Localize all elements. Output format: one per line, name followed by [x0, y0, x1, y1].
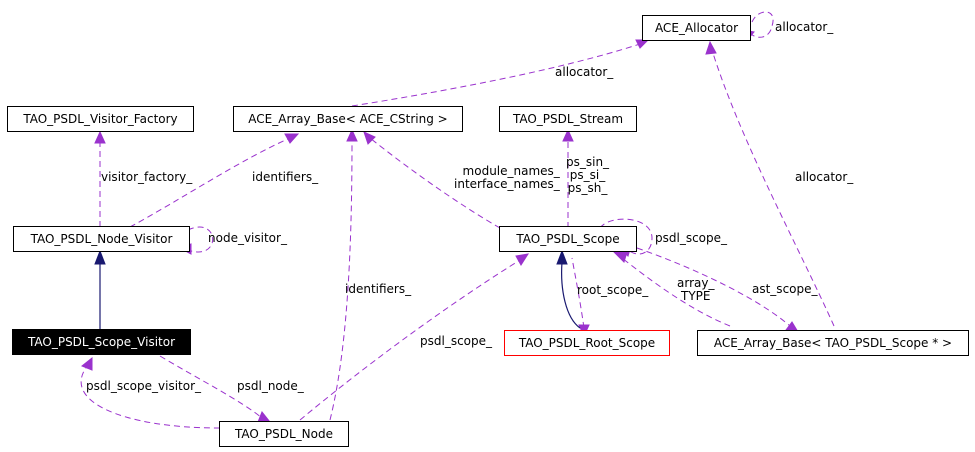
node-tao-psdl-node-visitor[interactable]: TAO_PSDL_Node_Visitor [13, 226, 190, 252]
edge-identifiers-visitor [129, 137, 291, 228]
arrowhead-visitor-factory [94, 130, 106, 144]
arrowhead-inherit-psdl-scope [556, 249, 568, 265]
edge-inherit-psdl-scope [561, 261, 581, 329]
label-psdl-node: psdl_node_ [237, 379, 304, 393]
arrowhead-identifiers-node [346, 128, 358, 142]
edge-psdl-scope-visitor [80, 364, 221, 429]
node-tao-psdl-scope-visitor[interactable]: TAO_PSDL_Scope_Visitor [12, 329, 191, 355]
arrowhead-inherit-node-visitor [94, 249, 106, 265]
node-tao-psdl-scope[interactable]: TAO_PSDL_Scope [499, 226, 637, 252]
node-tao-psdl-root-scope[interactable]: TAO_PSDL_Root_Scope [504, 330, 670, 356]
node-tao-psdl-visitor-factory[interactable]: TAO_PSDL_Visitor_Factory [7, 106, 194, 132]
label-psdl-scope-self: psdl_scope_ [655, 231, 728, 245]
label-root-scope: root_scope_ [577, 283, 649, 297]
label-stream-members: ps_sin_ ps_si_ ps_sh_ [566, 155, 610, 195]
node-ace-allocator[interactable]: ACE_Allocator [642, 15, 751, 41]
edge-psdl-scope-self [599, 218, 653, 255]
edge-node-visitor-self [187, 226, 214, 253]
edge-allocator-self [750, 11, 774, 38]
arrowhead-identifiers-visitor [284, 133, 300, 144]
label-identifiers-node: identifiers_ [345, 282, 412, 296]
arrowhead-psdl-scope-visitor [81, 356, 93, 371]
label-allocator-scope-array: allocator_ [795, 170, 854, 184]
edge-root-scope [571, 257, 585, 329]
edge-ast-scope [636, 247, 791, 327]
arrowhead-module-names [363, 131, 376, 145]
label-node-visitor-self: node_visitor_ [208, 231, 287, 245]
node-ace-array-base-cstring[interactable]: ACE_Array_Base< ACE_CString > [233, 106, 463, 132]
edge-psdl-scope-node [299, 259, 521, 421]
label-allocator-self: allocator_ [775, 20, 834, 34]
arrowhead-array-type [612, 251, 628, 263]
label-ast-scope: ast_scope_ [752, 282, 818, 296]
label-array-type: array_ TYPE [677, 276, 715, 303]
node-ace-array-base-psdl-scope-ptr[interactable]: ACE_Array_Base< TAO_PSDL_Scope * > [697, 330, 969, 356]
edge-allocator-cstring [351, 43, 641, 107]
edge-allocator-scope-array [711, 49, 835, 327]
edge-module-names [369, 137, 501, 229]
arrowhead-stream-members [562, 128, 574, 142]
edge-array-type [621, 257, 731, 327]
label-psdl-scope-node: psdl_scope_ [420, 334, 493, 348]
arrowhead-allocator-scope-array [705, 40, 717, 55]
arrowhead-psdl-scope-node [515, 253, 530, 266]
arrowhead-allocator-cstring [635, 39, 650, 49]
edge-identifiers-node [329, 137, 353, 421]
label-visitor-factory: visitor_factory_ [101, 170, 193, 184]
label-module-names: module_names_ interface_names_ [454, 164, 560, 191]
node-tao-psdl-stream[interactable]: TAO_PSDL_Stream [499, 106, 637, 132]
edge-psdl-node [159, 355, 263, 419]
node-tao-psdl-node[interactable]: TAO_PSDL_Node [219, 421, 349, 447]
label-psdl-scope-visitor: psdl_scope_visitor_ [86, 379, 202, 393]
label-allocator-cstring: allocator_ [555, 65, 614, 79]
label-identifiers-visitor: identifiers_ [252, 170, 319, 184]
